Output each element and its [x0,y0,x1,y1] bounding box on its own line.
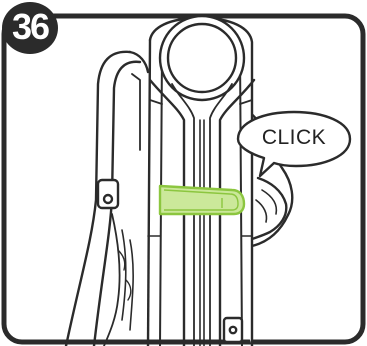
step-number: 36 [2,2,58,52]
callout-text: CLICK [241,120,347,156]
clip-latch-icon [160,186,244,214]
motor-cap [160,16,244,100]
